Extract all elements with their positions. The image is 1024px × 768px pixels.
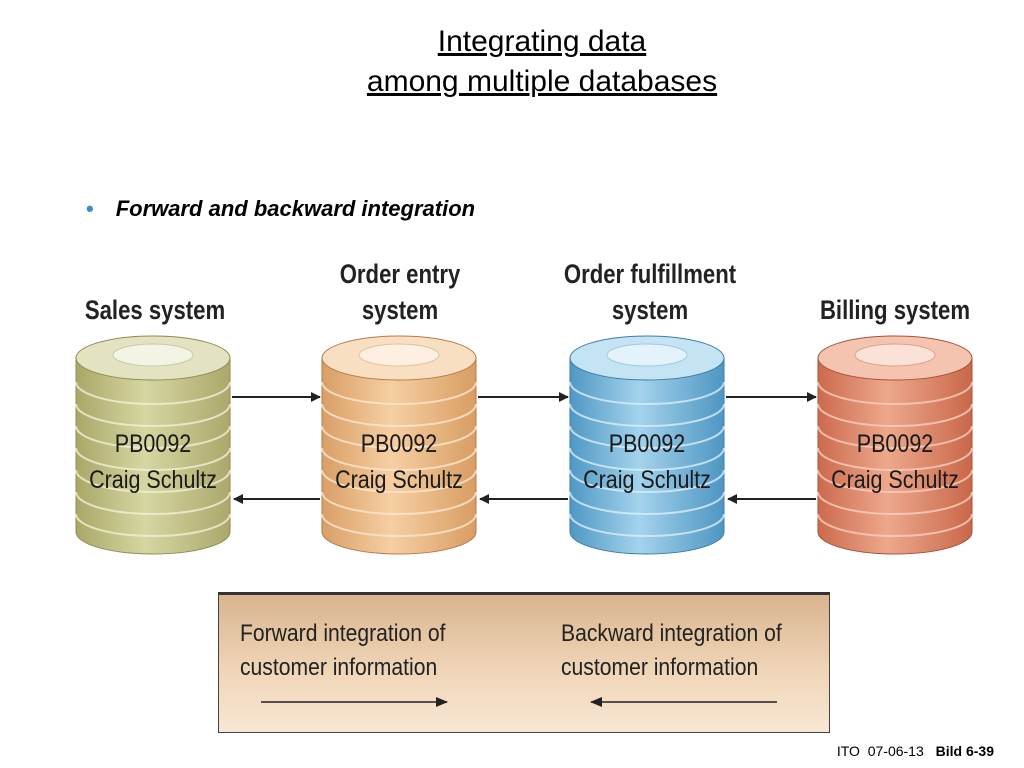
record-code: PB0092 (608, 430, 686, 458)
title-line-2: among multiple databases (366, 65, 718, 98)
billing-record: PB0092 Craig Schultz (813, 426, 976, 498)
title-line-1: Integrating data (437, 25, 647, 58)
database-cylinder-billing (817, 335, 973, 555)
header-order-entry-system: Order entry system (339, 259, 461, 325)
record-code: PB0092 (360, 430, 438, 458)
bullet-text: Forward and backward integration (115, 196, 476, 221)
footer-slide-number: Bild 6-39 (935, 743, 994, 759)
record-name: Craig Schultz (831, 466, 959, 494)
slide-footer: ITO 07-06-13 Bild 6-39 (837, 743, 994, 759)
record-code: PB0092 (856, 430, 934, 458)
order-fulfillment-record: PB0092 Craig Schultz (565, 426, 728, 498)
header-billing-system: Billing system (819, 295, 971, 325)
database-cylinder-order-entry (321, 335, 477, 555)
legend-backward-text: Backward integration of customer informa… (561, 620, 782, 681)
footer-org: ITO (836, 743, 860, 759)
record-name: Craig Schultz (335, 466, 463, 494)
header-order-fulfillment-system: Order fulfillment system (563, 259, 737, 325)
slide-title: Integrating data among multiple database… (0, 22, 1024, 102)
legend-box: Forward integration of customer informat… (218, 592, 830, 733)
legend-forward-text: Forward integration of customer informat… (240, 620, 446, 681)
database-cylinder-sales (75, 335, 231, 555)
record-name: Craig Schultz (89, 466, 217, 494)
legend-arrows (261, 697, 777, 707)
record-code: PB0092 (114, 430, 192, 458)
header-sales-system: Sales system (84, 295, 226, 325)
sales-record: PB0092 Craig Schultz (71, 426, 234, 498)
order-entry-record: PB0092 Craig Schultz (317, 426, 480, 498)
bullet-point: • Forward and backward integration (86, 196, 475, 222)
footer-date: 07-06-13 (867, 743, 924, 759)
record-name: Craig Schultz (583, 466, 711, 494)
bullet-marker: • (86, 196, 94, 221)
database-cylinder-order-fulfillment (569, 335, 725, 555)
